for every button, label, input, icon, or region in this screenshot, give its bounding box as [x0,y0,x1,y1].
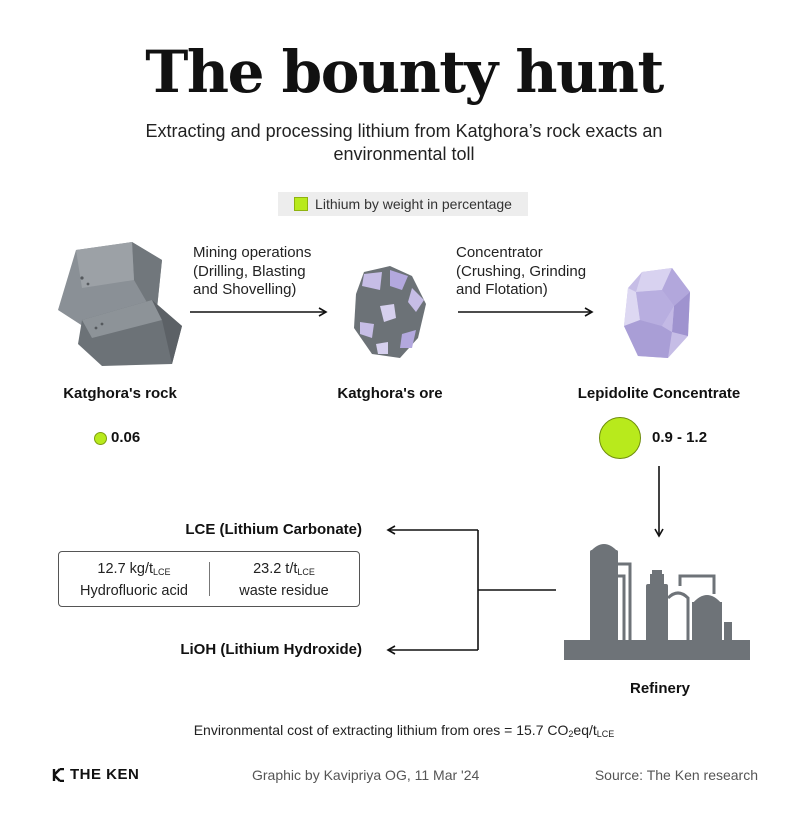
env-mid: eq/t [573,722,597,738]
lepidolite-icon [624,268,690,358]
env-prefix: Environmental cost of extracting lithium… [193,722,569,738]
step-mining-line2: (Drilling, Blasting [193,262,306,280]
refinery-icon [564,544,750,660]
waste-residue-amount: 23.2 t/t [253,561,298,577]
waste-hf-sub: LCE [153,567,171,577]
source-credit: Source: The Ken research [594,767,758,783]
legend-swatch [294,197,309,211]
product-lioh-label: LiOH (Lithium Hydroxide) [180,641,362,658]
env-co2-sub: 2 [568,729,574,739]
concentrate-lithium-dot [599,417,641,459]
product-lce-label: LCE (Lithium Carbonate) [185,521,362,538]
the-ken-logo: THE KEN [52,766,139,783]
step-concentrator-line1: Concentrator [456,244,543,261]
waste-residue-sub: LCE [297,567,315,577]
page-subtitle: Extracting and processing lithium from K… [145,121,663,164]
rock-lithium-dot [94,432,107,445]
ore-label: Katghora's ore [337,385,443,402]
environmental-cost: Environmental cost of extracting lithium… [0,722,808,739]
waste-box: 12.7 kg/tLCE Hydrofluoric acid 23.2 t/tL… [58,551,360,607]
legend: Lithium by weight in percentage [278,192,528,216]
step-mining-label: Mining operations (Drilling, Blasting an… [193,244,311,300]
legend-label: Lithium by weight in percentage [315,196,512,212]
step-concentrator-line2: (Crushing, Grinding [456,262,587,280]
env-sub: LCE [596,729,615,739]
step-mining-line3: and Shovelling) [193,281,297,298]
rock-lithium-value: 0.06 [111,429,141,446]
waste-hf-amount: 12.7 kg/t [97,561,154,577]
graphic-credit: Graphic by Kavipriya OG, 11 Mar '24 [252,767,480,783]
ken-logo-text: THE KEN [70,766,140,783]
waste-hf: 12.7 kg/tLCE Hydrofluoric acid [59,560,209,601]
waste-hf-label: Hydrofluoric acid [80,583,188,599]
refinery-label: Refinery [629,680,691,697]
waste-residue-label: waste residue [239,583,329,599]
ore-icon [354,266,426,358]
rock-icon [58,242,182,366]
concentrate-label: Lepidolite Concentrate [577,385,741,402]
waste-divider [209,562,210,596]
step-concentrator-label: Concentrator (Crushing, Grinding and Flo… [456,244,586,300]
step-mining-line1: Mining operations [193,244,312,261]
step-concentrator-line3: and Flotation) [456,281,548,298]
concentrate-lithium-value: 0.9 - 1.2 [652,429,708,446]
waste-residue: 23.2 t/tLCE waste residue [209,560,359,601]
rock-label: Katghora's rock [63,385,177,402]
page-title: The bounty hunt [145,38,664,106]
ken-logo-icon [52,767,64,782]
